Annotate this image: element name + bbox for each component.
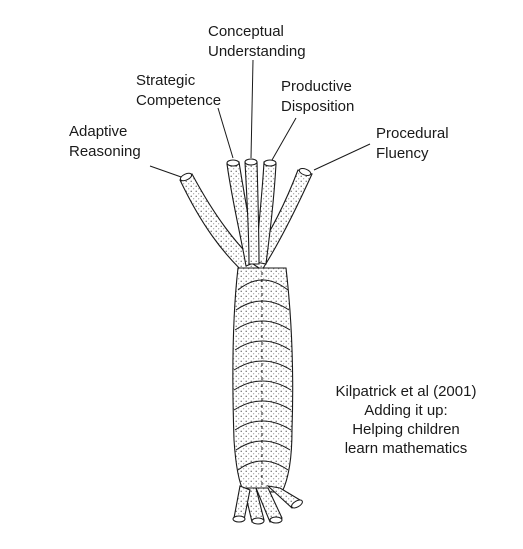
label-strategic-competence: Strategic Competence (136, 71, 221, 111)
bottom-tip-4 (232, 515, 246, 523)
braid-outline (232, 267, 294, 493)
label-adaptive-line2: Reasoning (69, 143, 141, 160)
bottom-tip-3 (291, 499, 303, 509)
label-conceptual-understanding: Conceptual Understanding (208, 22, 306, 62)
tip-strategic (226, 159, 240, 167)
label-productive-line1: Productive (281, 78, 352, 95)
leader-line-procedural (313, 143, 371, 171)
crossing-4 (234, 340, 291, 351)
bottom-strand-4 (233, 485, 251, 521)
leader-line-adaptive (149, 165, 185, 179)
tip-conceptual (244, 158, 258, 166)
citation-subtitle-2: learn mathematics (344, 440, 468, 457)
crossing-6 (233, 380, 292, 391)
label-strategic-line1: Strategic (136, 72, 196, 89)
bottom-strand-2 (255, 487, 283, 523)
label-strategic-line2: Competence (136, 92, 222, 109)
strand-conceptual (244, 161, 260, 265)
leader-line-productive (271, 117, 297, 161)
citation-subtitle-1: Helping children (352, 421, 460, 438)
crossing-5 (233, 360, 292, 371)
tip-productive (263, 159, 277, 167)
bottom-strands (233, 485, 301, 523)
braid-body (232, 267, 294, 493)
citation-authors: Kilpatrick et al (2001) (335, 383, 477, 400)
fanned-strands (179, 161, 313, 281)
label-procedural-line2: Fluency (376, 145, 429, 162)
leader-lines (149, 59, 371, 179)
leader-line-conceptual (250, 59, 254, 159)
braid-crossings (233, 272, 292, 488)
bottom-tips (232, 499, 303, 525)
label-conceptual-line1: Conceptual (208, 23, 284, 40)
label-procedural-line1: Procedural (376, 125, 449, 142)
tip-procedural (298, 168, 312, 176)
label-adaptive-reasoning: Adaptive Reasoning (69, 122, 141, 162)
citation-title: Adding it up: (364, 402, 448, 419)
bottom-tip-2 (269, 516, 283, 524)
leader-line-strategic (217, 107, 234, 159)
strand-tips (179, 158, 312, 182)
bottom-tip-1 (251, 517, 265, 525)
citation-block: Kilpatrick et al (2001) Adding it up: He… (320, 382, 492, 458)
strand-productive (255, 161, 277, 265)
label-productive-disposition: Productive Disposition (281, 77, 354, 117)
label-productive-line2: Disposition (281, 98, 355, 115)
tip-adaptive (179, 172, 193, 182)
label-conceptual-line2: Understanding (208, 43, 306, 60)
label-adaptive-line1: Adaptive (69, 123, 128, 140)
label-procedural-fluency: Procedural Fluency (376, 124, 449, 164)
